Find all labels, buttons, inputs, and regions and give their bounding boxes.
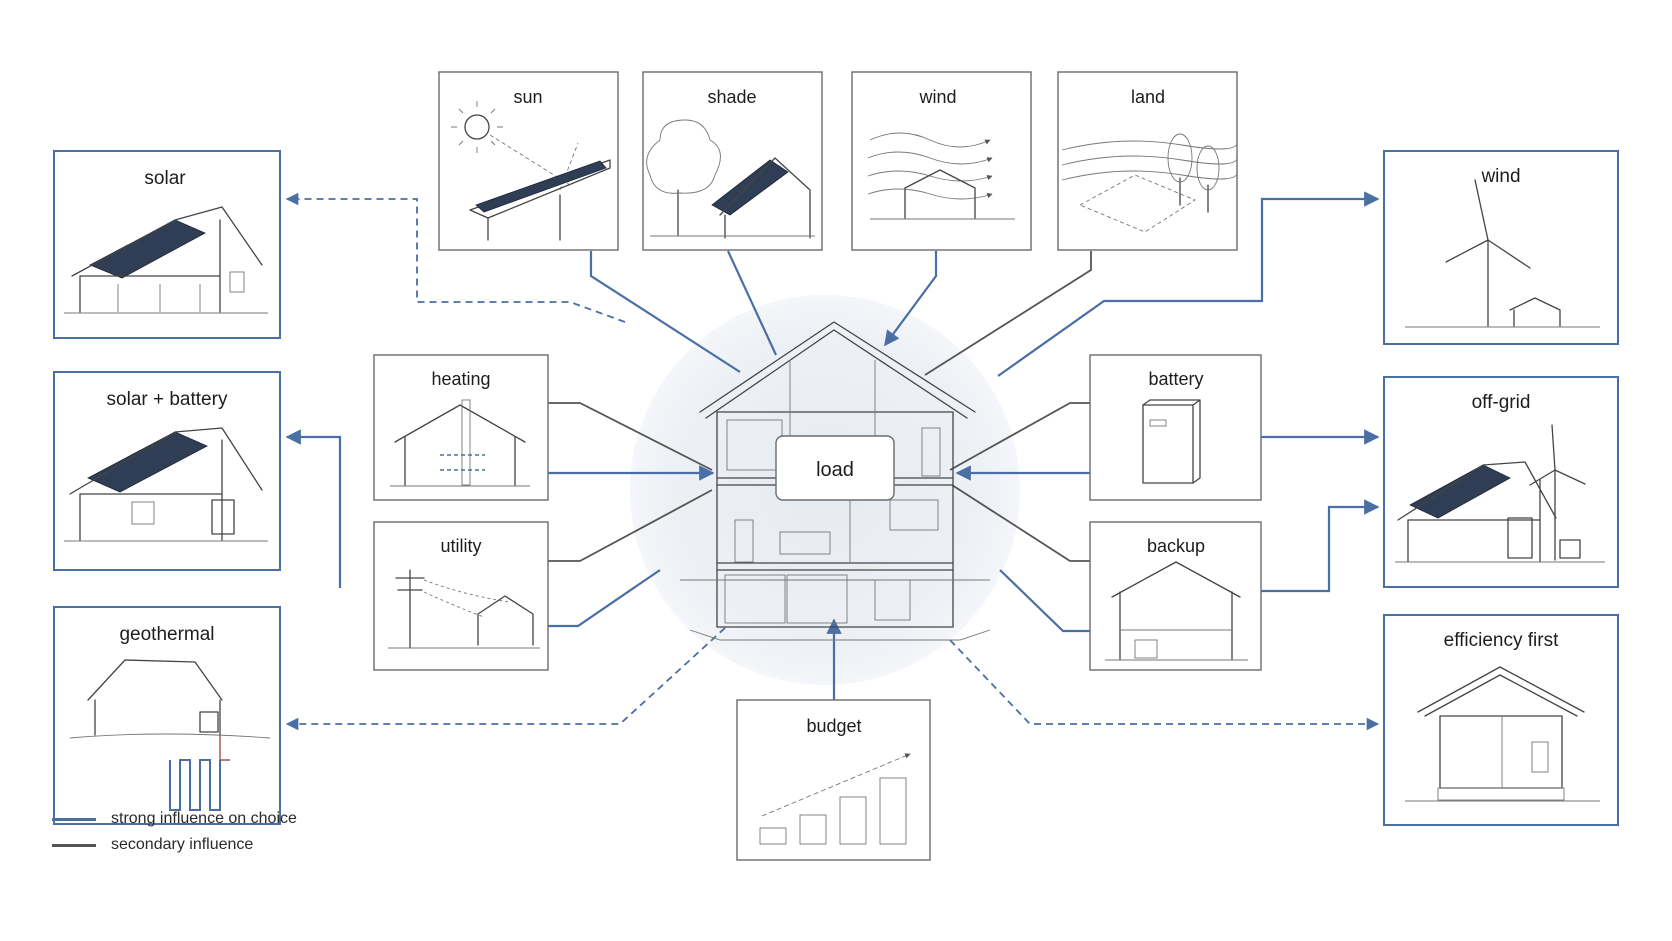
factor-budget-label: budget — [806, 716, 861, 736]
connector-land — [924, 251, 1092, 376]
option-geothermal-label: geothermal — [119, 624, 214, 645]
connector-to-solar-battery — [285, 429, 342, 588]
factor-card-budget: budget — [736, 699, 931, 861]
connector-backup-secondary — [951, 484, 1090, 562]
option-card-solar: solar — [53, 150, 281, 339]
option-solar-label: solar — [144, 168, 186, 189]
factor-card-wind: wind — [851, 71, 1032, 251]
connector-heating-secondary — [548, 402, 713, 471]
factor-land-label: land — [1131, 87, 1165, 107]
center-load-box: load — [775, 435, 895, 501]
tree-icon — [646, 119, 815, 239]
heating-house-icon — [390, 399, 530, 487]
solar-house-icon — [64, 206, 268, 314]
connector-to-geothermal — [285, 627, 726, 731]
option-solar-battery-label: solar + battery — [107, 389, 228, 410]
connector-utility-secondary — [548, 489, 713, 562]
connector-to-wind — [997, 191, 1380, 377]
connector-backup-strong — [999, 569, 1090, 633]
factor-card-shade: shade — [642, 71, 823, 251]
connector-sun — [589, 251, 741, 373]
connector-shade — [727, 250, 777, 356]
factor-card-sun: sun — [438, 71, 619, 251]
factor-card-utility: utility — [373, 521, 549, 671]
connector-to-solar — [285, 192, 626, 323]
solar-battery-house-icon — [64, 427, 268, 542]
battery-icon — [1142, 399, 1201, 484]
factor-sun-label: sun — [513, 87, 542, 107]
factor-card-battery: battery — [1089, 354, 1262, 501]
option-card-off-grid: off-grid — [1383, 376, 1619, 588]
legend-label-strong: strong influence on choice — [111, 810, 297, 827]
option-efficiency-first-label: efficiency first — [1444, 630, 1559, 651]
option-wind-label: wind — [1480, 166, 1520, 187]
insulated-house-icon — [1405, 666, 1600, 802]
legend-item-strong: strong influence on choice — [52, 806, 297, 832]
center-house-illustration — [680, 321, 991, 641]
option-card-solar-battery: solar + battery — [53, 371, 281, 571]
option-card-geothermal: geothermal — [53, 606, 281, 825]
option-card-efficiency-first: efficiency first — [1383, 614, 1619, 826]
factor-card-heating: heating — [373, 354, 549, 501]
factor-utility-label: utility — [440, 536, 481, 556]
connector-battery-secondary — [949, 402, 1090, 471]
option-card-wind: wind — [1383, 150, 1619, 345]
factor-shade-label: shade — [707, 87, 756, 107]
legend-swatch-secondary — [52, 843, 96, 847]
factor-card-land: land — [1057, 71, 1238, 251]
factor-wind-label: wind — [918, 87, 956, 107]
budget-chart-icon — [759, 753, 911, 845]
connector-backup-to-off-grid — [1261, 499, 1380, 593]
backup-house-icon — [1105, 561, 1248, 661]
factor-card-backup: backup — [1089, 521, 1262, 671]
option-off-grid-label: off-grid — [1472, 392, 1531, 413]
wind-flow-icon — [867, 132, 1015, 220]
legend-item-secondary: secondary influence — [52, 832, 297, 858]
factor-battery-label: battery — [1148, 369, 1203, 389]
sun-icon — [451, 101, 611, 241]
legend-swatch-strong — [52, 817, 96, 821]
off-grid-house-icon — [1395, 424, 1605, 563]
utility-pole-icon — [388, 569, 540, 649]
land-plot-icon — [1061, 133, 1238, 233]
connector-utility-strong — [548, 569, 661, 628]
connector-to-efficiency — [949, 639, 1380, 731]
center-load-label: load — [816, 459, 854, 481]
connector-wind — [884, 251, 938, 347]
legend: strong influence on choice secondary inf… — [52, 806, 297, 858]
factor-heating-label: heating — [431, 369, 490, 389]
legend-label-secondary: secondary influence — [111, 836, 254, 853]
connectors — [285, 191, 1380, 731]
factor-backup-label: backup — [1147, 536, 1205, 556]
geothermal-house-icon — [69, 659, 271, 811]
wind-turbine-icon — [1405, 179, 1600, 328]
